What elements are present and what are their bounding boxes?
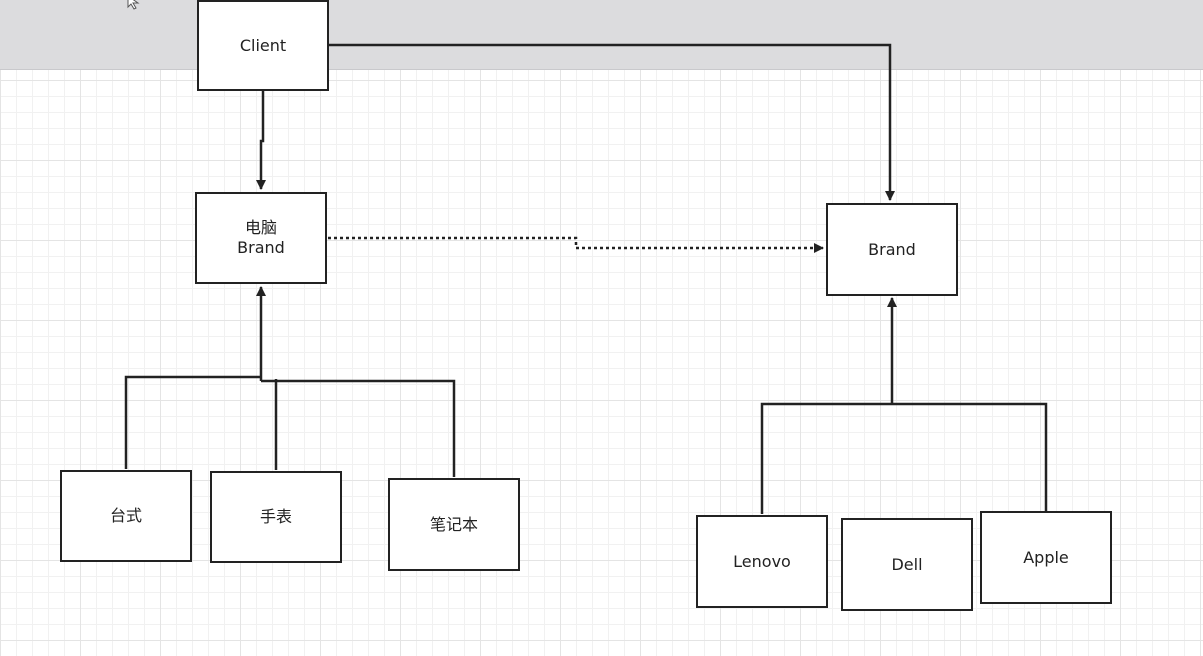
desktop-label: 台式	[109, 506, 142, 525]
edge-desktop-to-computer-brand	[124, 375, 261, 469]
watch-label: 手表	[259, 507, 292, 526]
apple-label: Apple	[1023, 547, 1069, 567]
apple-node[interactable]: Apple	[980, 511, 1112, 604]
brand-label: Brand	[868, 239, 916, 259]
edge-apple-to-brand	[892, 402, 1048, 511]
desktop-node[interactable]: 台式	[60, 470, 192, 562]
mouse-cursor-icon	[127, 0, 140, 10]
edge-laptop-to-computer-brand	[261, 379, 456, 477]
computer-brand-label-line2: Brand	[237, 238, 285, 257]
edge-computer-brand-to-brand	[328, 236, 824, 253]
lenovo-node[interactable]: Lenovo	[696, 515, 828, 608]
edge-client-to-brand	[329, 43, 895, 201]
laptop-node[interactable]: 笔记本	[388, 478, 520, 571]
edge-client-to-computer-brand	[256, 91, 266, 190]
edge-lenovo-to-brand	[760, 402, 892, 514]
lenovo-label: Lenovo	[733, 551, 791, 571]
brand-node[interactable]: Brand	[826, 203, 958, 296]
dell-label: Dell	[891, 554, 923, 574]
client-label: Client	[239, 35, 287, 55]
computer-brand-node[interactable]: 电脑 Brand	[195, 192, 327, 284]
laptop-label: 笔记本	[429, 514, 478, 534]
computer-brand-label-line1: 电脑	[244, 218, 277, 237]
dell-node[interactable]: Dell	[841, 518, 973, 611]
client-node[interactable]: Client	[197, 0, 329, 91]
watch-node[interactable]: 手表	[210, 471, 342, 563]
